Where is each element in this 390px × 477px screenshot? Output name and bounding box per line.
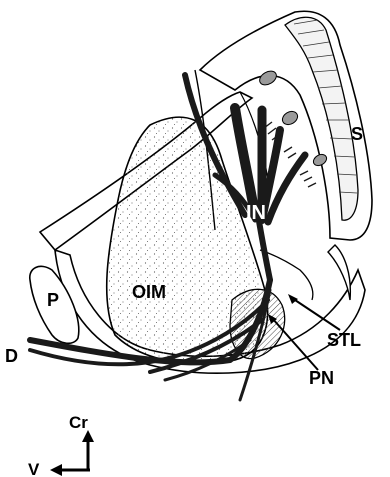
- label-p: P: [47, 290, 59, 310]
- label-oim: OIM: [132, 282, 166, 302]
- ventral-arrowhead: [50, 464, 62, 476]
- label-in: IN: [246, 202, 266, 224]
- label-s: S: [351, 124, 363, 144]
- label-d: D: [5, 346, 18, 366]
- label-stl: STL: [327, 330, 361, 350]
- label-pn: PN: [309, 368, 334, 388]
- label-cr: Cr: [69, 413, 88, 432]
- label-v: V: [28, 460, 40, 477]
- stl-leader-arrow: [288, 294, 298, 304]
- orientation-arrows: [58, 438, 90, 470]
